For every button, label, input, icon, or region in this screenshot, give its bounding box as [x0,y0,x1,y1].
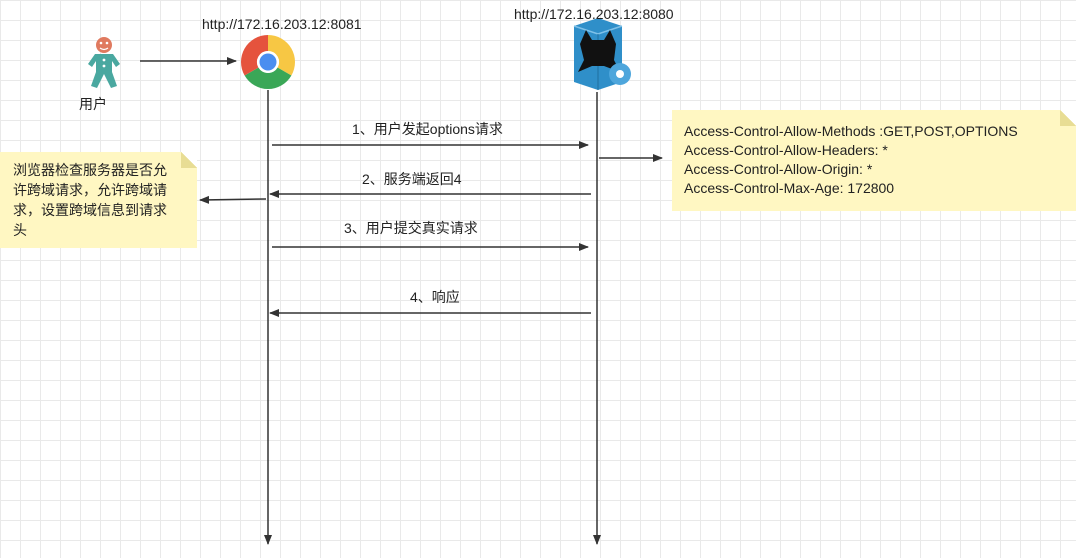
header-line-methods: Access-Control-Allow-Methods :GET,POST,O… [684,123,1018,139]
header-line-origin: Access-Control-Allow-Origin: * [684,161,873,177]
note-line-3: 求，设置跨域信息到请求 [13,202,167,218]
server-url: http://172.16.203.12:8080 [514,6,674,22]
user-figure-icon [88,37,120,88]
browser-url: http://172.16.203.12:8081 [202,16,362,32]
tomcat-icon [573,18,631,90]
header-line-max-age: Access-Control-Max-Age: 172800 [684,180,895,196]
note-line-2: 许跨域请求，允许跨域请 [13,182,167,198]
header-line-headers: Access-Control-Allow-Headers: * [684,142,888,158]
browser-to-note-arrow [199,195,267,204]
note-line-4: 头 [13,222,27,238]
message-3-label: 3、用户提交真实请求 [344,220,478,236]
message-1-label: 1、用户发起options请求 [352,121,503,137]
note-line-1: 浏览器检查服务器是否允 [13,162,167,178]
user-label: 用户 [79,96,107,112]
message-4-label: 4、响应 [410,289,460,305]
response-headers-note: Access-Control-Allow-Methods :GET,POST,O… [672,110,1076,211]
note-fold-corner [1060,110,1076,126]
chrome-icon [241,35,295,89]
message-2-label: 2、服务端返回4 [362,171,462,187]
note-fold-corner [181,152,197,168]
browser-check-note: 浏览器检查服务器是否允 许跨域请求，允许跨域请 求，设置跨域信息到请求 头 [0,152,197,248]
